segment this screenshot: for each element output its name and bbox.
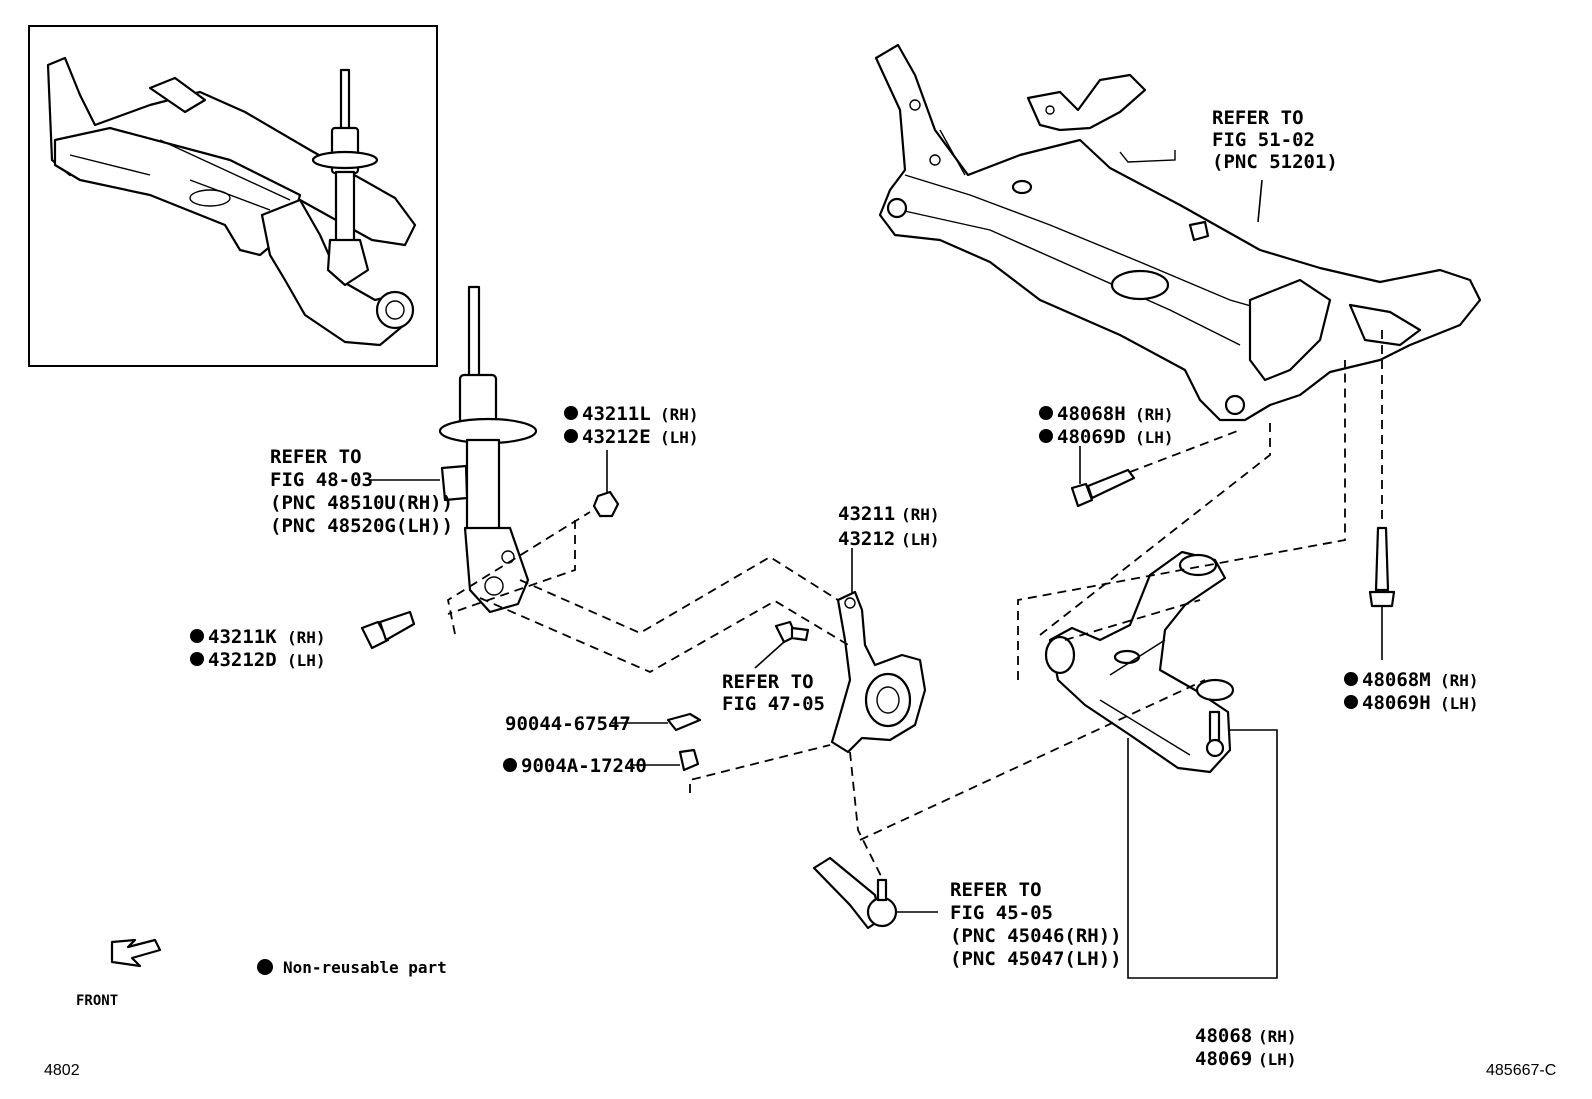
label-refer-strut: REFER TO FIG 48-03 (PNC 48510U(RH)) (PNC…: [270, 446, 453, 537]
clip-90044-67547: [612, 712, 702, 732]
page-code: 4802: [44, 1062, 80, 1079]
refer-crossmember-line3: (PNC 51201): [1212, 151, 1338, 173]
refer-strut-line3: (PNC 48510U(RH)): [270, 492, 453, 514]
label-nut-43211L: 43211L (RH) 43212E (LH): [564, 403, 699, 448]
bolt-43211K: [360, 610, 416, 650]
refer-brake-line2: FIG 47-05: [722, 693, 825, 715]
side-48069: (LH): [1258, 1050, 1297, 1069]
code-43211: 43211: [838, 503, 895, 525]
code-43212D: 43212D: [208, 649, 277, 671]
shock-absorber: [438, 285, 538, 614]
lower-control-arm: [1044, 550, 1278, 979]
label-bolt-43211K: 43211K (RH) 43212D (LH): [190, 626, 326, 671]
label-refer-brake: REFER TO FIG 47-05: [722, 671, 825, 715]
side-43211L: (RH): [660, 405, 699, 424]
label-knuckle: 43211 (RH) 43212 (LH): [838, 503, 940, 550]
legend-text: Non-reusable part: [283, 958, 447, 977]
code-48068M: 48068M: [1362, 669, 1431, 691]
side-48069H: (LH): [1440, 694, 1479, 713]
alignment-lines: [446, 330, 1383, 879]
code-43212E: 43212E: [582, 426, 651, 448]
refer-strut-line4: (PNC 48520G(LH)): [270, 515, 453, 537]
label-refer-tie-rod: REFER TO FIG 45-05 (PNC 45046(RH)) (PNC …: [950, 879, 1122, 970]
refer-crossmember-line2: FIG 51-02: [1212, 129, 1315, 151]
refer-brake-line1: REFER TO: [722, 671, 814, 693]
assembly-overview-inset: [28, 25, 438, 367]
side-43212E: (LH): [660, 428, 699, 447]
side-48068: (RH): [1258, 1027, 1297, 1046]
nut-9004A-17240: [630, 748, 700, 772]
refer-tie-rod-line4: (PNC 45047(LH)): [950, 948, 1122, 970]
bolt-48068H: [1070, 446, 1136, 508]
legend: Non-reusable part: [257, 958, 447, 977]
code-48069: 48069: [1195, 1048, 1252, 1070]
label-bolt-48068H: 48068H (RH) 48069D (LH): [1039, 403, 1174, 448]
front-label: FRONT: [76, 993, 118, 1009]
code-9004A-17240: 9004A-17240: [521, 755, 647, 777]
diagram-code: 485667-C: [1486, 1062, 1556, 1079]
front-crossmember: [874, 43, 1482, 422]
code-48068: 48068: [1195, 1025, 1252, 1047]
code-43211L: 43211L: [582, 403, 651, 425]
bolt-48068M: [1368, 526, 1396, 660]
non-reusable-dot-icon: [257, 959, 273, 975]
code-43211K: 43211K: [208, 626, 277, 648]
refer-strut-line1: REFER TO: [270, 446, 362, 468]
refer-strut-line2: FIG 48-03: [270, 469, 373, 491]
side-43211: (RH): [901, 505, 940, 524]
label-arm: 48068 (RH) 48069 (LH): [1195, 1025, 1297, 1070]
side-48068M: (RH): [1440, 671, 1479, 690]
code-48068H: 48068H: [1057, 403, 1126, 425]
brake-bolt: [754, 620, 810, 669]
code-43212: 43212: [838, 528, 895, 550]
side-48068H: (RH): [1135, 405, 1174, 424]
side-43211K: (RH): [287, 628, 326, 647]
code-48069D: 48069D: [1057, 426, 1126, 448]
label-clip-90044: 90044-67547: [505, 713, 631, 735]
side-43212D: (LH): [287, 651, 326, 670]
code-90044-67547: 90044-67547: [505, 713, 631, 735]
refer-tie-rod-line2: FIG 45-05: [950, 902, 1053, 924]
label-bolt-48068M: 48068M (RH) 48069H (LH): [1344, 669, 1479, 714]
refer-tie-rod-line3: (PNC 45046(RH)): [950, 925, 1122, 947]
label-refer-crossmember: REFER TO FIG 51-02 (PNC 51201): [1212, 107, 1338, 173]
steering-knuckle: [830, 548, 927, 754]
refer-crossmember-line1: REFER TO: [1212, 107, 1304, 129]
front-arrow-icon: [110, 938, 162, 968]
side-43212: (LH): [901, 530, 940, 549]
refer-tie-rod-line1: REFER TO: [950, 879, 1042, 901]
tie-rod-end: [812, 856, 938, 930]
nut-43211L: [592, 450, 620, 518]
side-48069D: (LH): [1135, 428, 1174, 447]
code-48069H: 48069H: [1362, 692, 1431, 714]
label-nut-9004A: 9004A-17240: [503, 755, 647, 777]
